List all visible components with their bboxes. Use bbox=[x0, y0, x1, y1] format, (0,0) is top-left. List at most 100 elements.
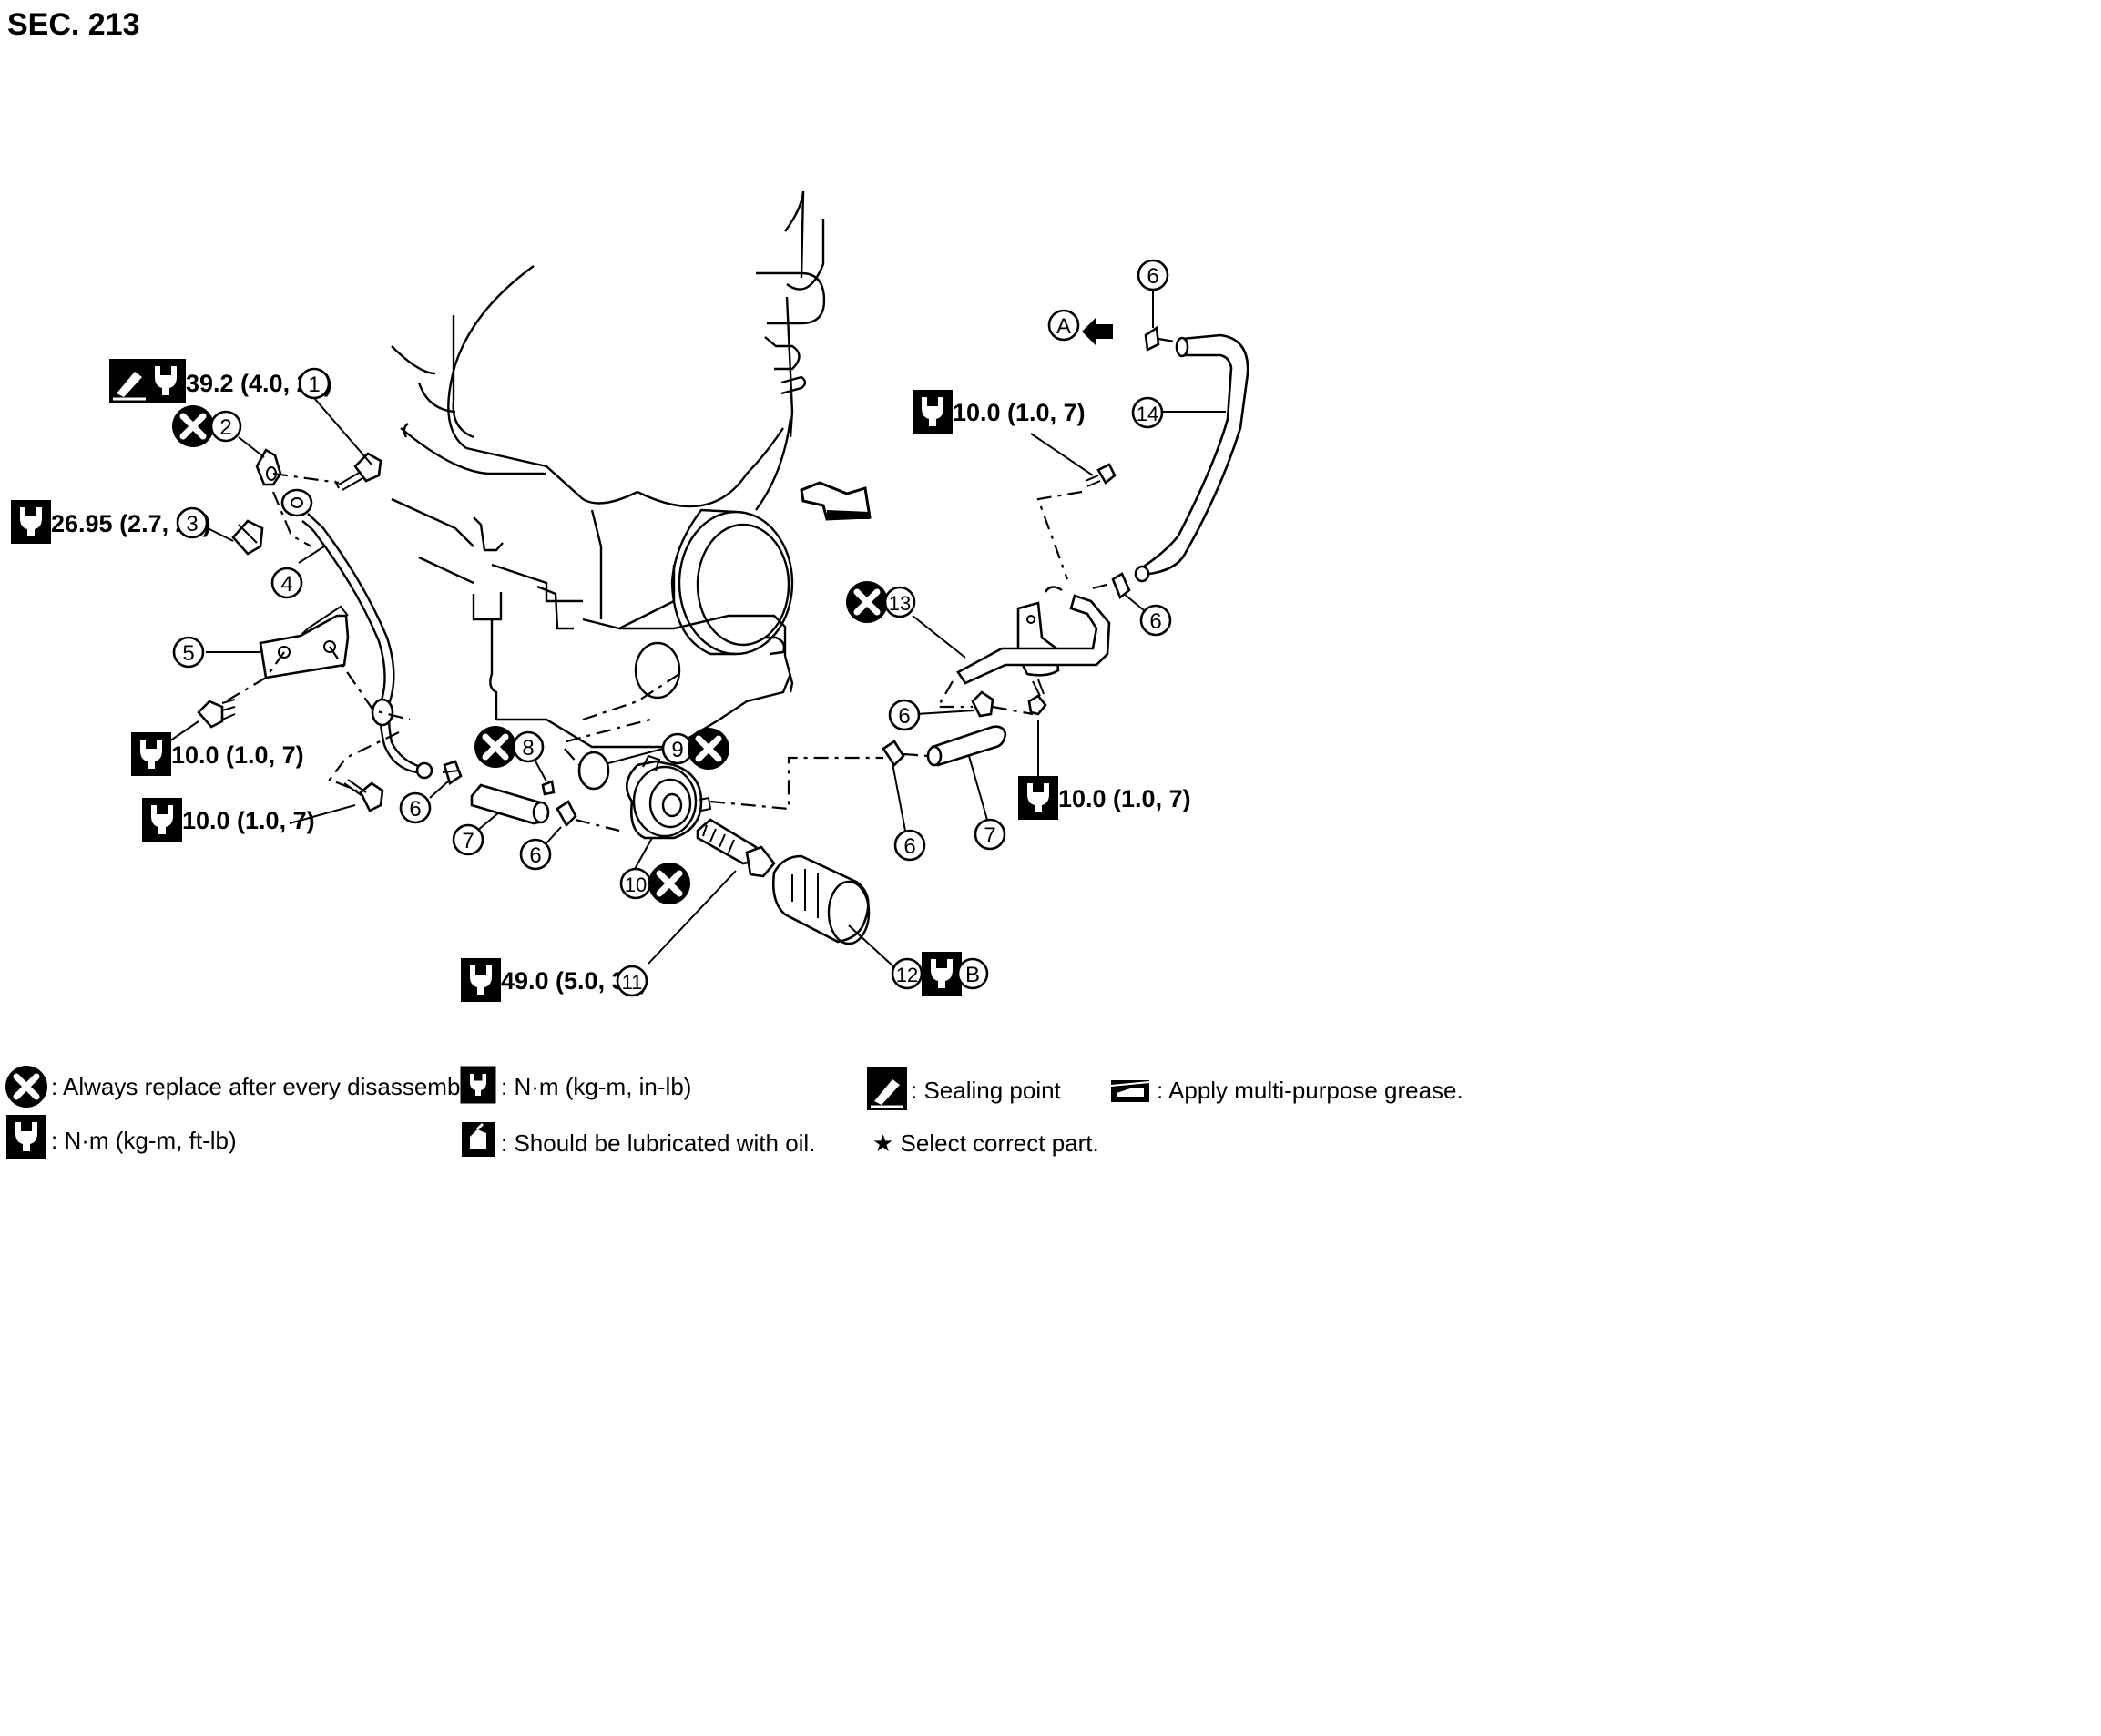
callout-circle-13 bbox=[883, 586, 916, 618]
callout-3: 3 bbox=[186, 512, 198, 536]
hose-clamp-middle bbox=[556, 800, 577, 828]
torque-wrench-icon bbox=[146, 359, 186, 403]
callout-6a: 6 bbox=[409, 797, 421, 822]
part-11-connector-bolt bbox=[696, 818, 776, 878]
part-1-banjo-bolt bbox=[334, 452, 382, 491]
part-12-oil-filter bbox=[771, 854, 871, 945]
legend-oil-text: : Should be lubricated with oil. bbox=[501, 1129, 815, 1157]
torque-label-right-upper: 10.0 (1.0, 7) bbox=[953, 399, 1086, 426]
legend-sealing-text: : Sealing point bbox=[911, 1077, 1062, 1104]
front-arrow-icon bbox=[800, 481, 872, 521]
torque-label-right-lower: 10.0 (1.0, 7) bbox=[1058, 785, 1191, 812]
hose-clamp-right-middle bbox=[971, 690, 994, 718]
callout-14: 14 bbox=[1137, 403, 1158, 425]
replace-x-icon bbox=[648, 863, 690, 904]
part-7-hose-right bbox=[926, 725, 1007, 767]
replace-x-icon bbox=[474, 726, 516, 768]
replace-x-icon bbox=[846, 581, 888, 623]
torque-wrench-icon bbox=[131, 732, 171, 776]
callout-A: A bbox=[1056, 314, 1071, 339]
callout-circle-7b bbox=[974, 818, 1006, 851]
replace-x-icon bbox=[688, 728, 729, 770]
callout-6b: 6 bbox=[529, 843, 541, 868]
callout-7a: 7 bbox=[462, 829, 474, 853]
legend-ft-lb-text: : N·m (kg-m, ft-lb) bbox=[51, 1127, 237, 1154]
torque-wrench-icon bbox=[461, 958, 501, 1002]
callout-12: 12 bbox=[896, 964, 918, 986]
callout-circle-7a bbox=[452, 823, 484, 856]
torque-wrench-icon bbox=[11, 500, 51, 544]
part-13-water-pipe bbox=[956, 586, 1111, 685]
callout-9: 9 bbox=[671, 738, 683, 762]
torque-wrench-icon bbox=[913, 390, 953, 434]
part-14-hose bbox=[1134, 333, 1249, 583]
callout-circle-6d bbox=[1139, 604, 1172, 637]
callout-circle-4 bbox=[270, 567, 303, 599]
torque-wrench-icon bbox=[142, 798, 182, 842]
lower-right-bolt bbox=[1027, 679, 1047, 716]
callout-6d: 6 bbox=[1149, 609, 1161, 634]
part-9-gasket bbox=[577, 751, 610, 791]
section-title: SEC. 213 bbox=[7, 7, 140, 42]
torque-wrench-in-lb-icon bbox=[460, 1066, 496, 1104]
callout-circle-8 bbox=[512, 730, 545, 763]
callout-circle-6c bbox=[1137, 259, 1169, 291]
oil-can-icon bbox=[462, 1122, 495, 1157]
callout-circle-3 bbox=[176, 506, 209, 539]
engine-block-outline bbox=[391, 190, 826, 749]
callout-6f: 6 bbox=[903, 834, 915, 859]
callout-1: 1 bbox=[308, 373, 320, 397]
callout-13: 13 bbox=[889, 592, 911, 615]
callout-circle-6b bbox=[519, 838, 552, 871]
hose-clamp-right-lower bbox=[882, 740, 905, 768]
callout-B: B bbox=[965, 963, 980, 987]
replace-x-icon bbox=[172, 405, 214, 447]
part-10-oil-cooler bbox=[625, 754, 712, 840]
callout-circle-6a bbox=[399, 791, 432, 824]
callout-5: 5 bbox=[182, 641, 194, 666]
hose-clamp-top bbox=[1144, 325, 1160, 352]
callout-8: 8 bbox=[522, 736, 534, 761]
replace-x-icon bbox=[5, 1066, 47, 1108]
callout-6c: 6 bbox=[1147, 264, 1158, 289]
torque-label-lower-bolt: 10.0 (1.0, 7) bbox=[182, 807, 315, 834]
sealant-icon bbox=[107, 357, 151, 404]
part-8-pin bbox=[541, 780, 556, 796]
callout-11: 11 bbox=[622, 971, 643, 994]
callout-4: 4 bbox=[280, 572, 292, 597]
legend-select-text: ★ Select correct part. bbox=[872, 1129, 1099, 1157]
callout-7b: 7 bbox=[984, 823, 995, 848]
legend-grease-text: : Apply multi-purpose grease. bbox=[1157, 1077, 1464, 1104]
lower-bolt bbox=[343, 779, 384, 812]
grease-gun-icon bbox=[1110, 1080, 1150, 1102]
callout-2: 2 bbox=[219, 415, 231, 440]
hose-clamp-upper-right bbox=[1111, 572, 1131, 600]
callout-10: 10 bbox=[625, 873, 647, 896]
torque-wrench-icon bbox=[922, 952, 962, 996]
part-3-connector bbox=[231, 519, 264, 556]
callout-circle-A bbox=[1047, 309, 1080, 342]
part-4-oil-pipe bbox=[280, 488, 433, 780]
legend: : Always replace after every disassembly… bbox=[5, 1066, 1464, 1159]
callout-circle-B bbox=[956, 957, 989, 990]
direction-arrow-icon bbox=[1082, 317, 1113, 346]
upper-right-bolt bbox=[1085, 463, 1117, 487]
legend-replace-text: : Always replace after every disassembly… bbox=[51, 1073, 482, 1100]
part-7-hose-left bbox=[470, 783, 550, 825]
callout-circle-11 bbox=[616, 965, 648, 997]
bracket-bolt bbox=[197, 699, 236, 729]
legend-in-lb-text: : N·m (kg-m, in-lb) bbox=[501, 1073, 691, 1100]
part-5-bracket bbox=[259, 605, 350, 679]
torque-label-bracket-bolt: 10.0 (1.0, 7) bbox=[171, 741, 304, 769]
sealant-icon bbox=[865, 1065, 909, 1112]
callout-circle-2 bbox=[209, 410, 242, 443]
torque-wrench-icon bbox=[1018, 776, 1058, 820]
callout-circle-5 bbox=[172, 636, 205, 669]
callout-circle-6f bbox=[893, 829, 926, 862]
callout-6e: 6 bbox=[898, 704, 910, 729]
torque-wrench-icon bbox=[6, 1115, 46, 1159]
callout-circle-1 bbox=[298, 367, 331, 400]
callout-circle-6e bbox=[888, 699, 921, 731]
hose-clamp-left bbox=[442, 760, 463, 786]
